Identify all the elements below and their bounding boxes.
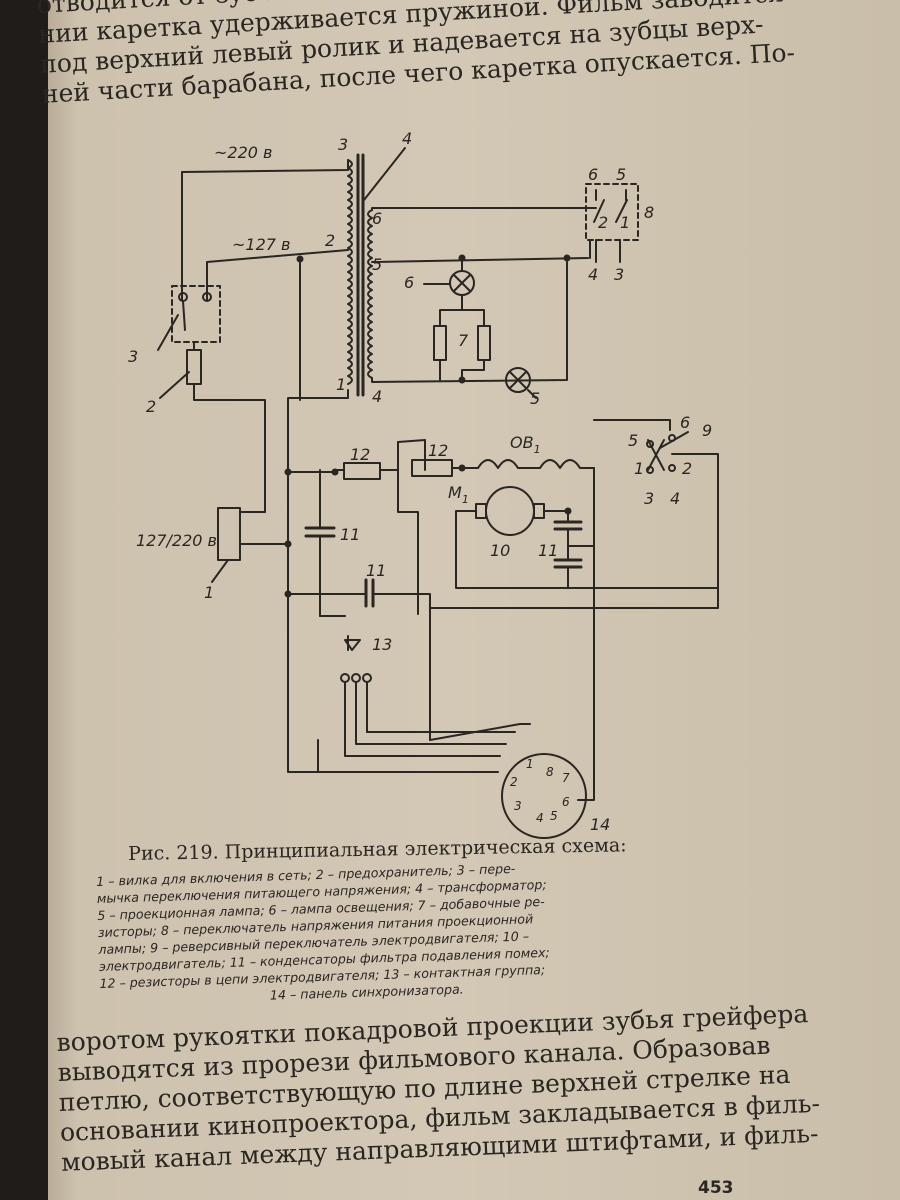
fuse bbox=[186, 349, 202, 385]
label-11-vertical: 11 bbox=[340, 525, 360, 544]
label-11-horizontal: 11 bbox=[366, 561, 386, 580]
label-1-plug: 1 bbox=[204, 583, 214, 602]
label-11-motor: 11 bbox=[538, 541, 558, 560]
label-7-resistors: 7 bbox=[458, 331, 469, 350]
label-4-transformer: 4 bbox=[402, 129, 412, 148]
panel-pin-8: 8 bbox=[546, 765, 554, 779]
label-220v: ~220 в bbox=[214, 143, 272, 162]
label-14-panel: 14 bbox=[590, 815, 610, 834]
book-page bbox=[48, 0, 900, 1200]
lamp-voltage-switch bbox=[585, 183, 639, 241]
label-12a: 12 bbox=[350, 445, 370, 464]
label-ov1: ОВ1 bbox=[510, 433, 541, 456]
voltage-jumper bbox=[171, 285, 221, 343]
label-10-motor: 10 bbox=[490, 541, 510, 560]
panel-pin-5: 5 bbox=[550, 809, 558, 823]
label-9-contact-2: 2 bbox=[682, 459, 692, 478]
transformer-secondary-coil bbox=[367, 209, 373, 379]
panel-pin-3: 3 bbox=[514, 799, 522, 813]
label-9-switch: 9 bbox=[702, 421, 712, 440]
label-1-tap: 1 bbox=[336, 375, 346, 394]
label-5-lamp: 5 bbox=[530, 389, 540, 408]
label-9-contact-5: 5 bbox=[628, 431, 638, 450]
label-4-tap: 4 bbox=[372, 387, 382, 406]
label-3-primary-top: 3 bbox=[338, 135, 348, 154]
label-9-contact-1: 1 bbox=[634, 459, 644, 478]
panel-pin-7: 7 bbox=[562, 771, 570, 785]
label-2-tap: 2 bbox=[325, 231, 335, 250]
bottom-paragraph: воротом рукоятки покадровой проекции зуб… bbox=[56, 999, 822, 1178]
panel-pin-1: 1 bbox=[526, 757, 534, 771]
label-9-contact-4: 4 bbox=[670, 489, 680, 508]
label-13-contacts: 13 bbox=[372, 635, 392, 654]
panel-pin-2: 2 bbox=[510, 775, 518, 789]
transformer-primary-coil bbox=[347, 159, 353, 385]
sync-panel bbox=[501, 753, 587, 839]
motor bbox=[485, 486, 535, 536]
panel-pin-6: 6 bbox=[562, 795, 570, 809]
label-8-switch: 8 bbox=[644, 203, 654, 222]
label-6-tap: 6 bbox=[372, 209, 382, 228]
projection-lamp bbox=[505, 367, 531, 393]
label-plug-rating: 127/220 в bbox=[136, 531, 217, 550]
label-9-contact-3: 3 bbox=[644, 489, 654, 508]
label-6-lamp: 6 bbox=[404, 273, 414, 292]
label-m1: М1 bbox=[448, 483, 469, 506]
label-5-tap: 5 bbox=[372, 255, 382, 274]
figure-legend: 1 – вилка для включения в сеть; 2 – пред… bbox=[96, 853, 740, 1009]
resistor-12b bbox=[411, 459, 453, 477]
label-2-fuse: 2 bbox=[146, 397, 156, 416]
page-number: 453 bbox=[698, 1178, 734, 1198]
label-8-contact-5: 5 bbox=[616, 165, 626, 184]
label-8-contact-3: 3 bbox=[614, 265, 624, 284]
label-8-contact-1: 1 bbox=[620, 213, 630, 232]
label-127v: ~127 в bbox=[232, 235, 290, 254]
resistor-7b bbox=[477, 325, 491, 361]
panel-pin-4: 4 bbox=[536, 811, 544, 825]
label-8-contact-4: 4 bbox=[588, 265, 598, 284]
label-9-contact-6: 6 bbox=[680, 413, 690, 432]
resistor-12a bbox=[343, 462, 381, 480]
label-12b: 12 bbox=[428, 441, 448, 460]
label-8-contact-2: 2 bbox=[598, 213, 608, 232]
label-3-jumper: 3 bbox=[128, 347, 138, 366]
field-winding bbox=[477, 459, 595, 469]
label-8-contact-6: 6 bbox=[588, 165, 598, 184]
power-plug bbox=[217, 507, 241, 561]
resistor-7a bbox=[433, 325, 447, 361]
